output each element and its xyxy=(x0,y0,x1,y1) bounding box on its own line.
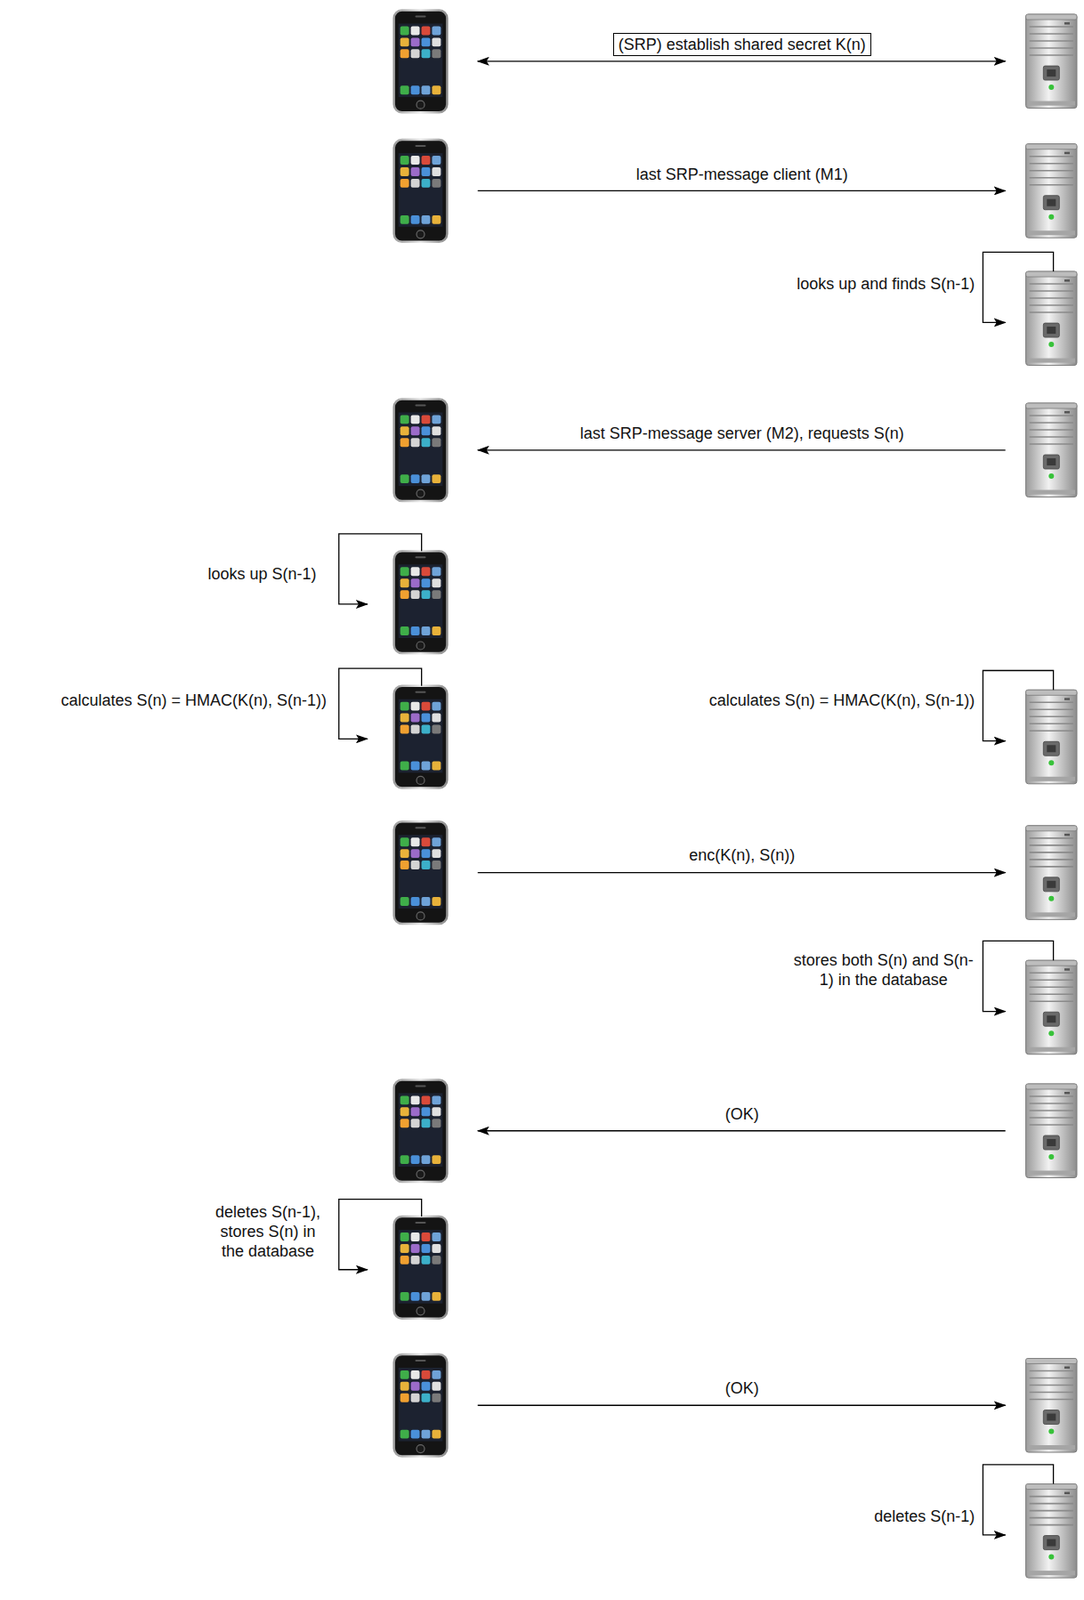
message-box: (SRP) establish shared secret K(n) xyxy=(613,32,872,57)
server-icon xyxy=(1026,1084,1077,1179)
server-icon xyxy=(1026,403,1077,498)
message-arrow xyxy=(477,60,1006,62)
message-arrow xyxy=(477,190,1006,192)
message-arrow xyxy=(477,872,1006,874)
action-label: looks up and finds S(n-1) xyxy=(796,274,975,294)
message-label: last SRP-message server (M2), requests S… xyxy=(580,423,905,444)
self-arrow xyxy=(339,668,422,739)
server-icon xyxy=(1026,14,1077,109)
phone-icon xyxy=(394,821,448,924)
message-label: (OK) xyxy=(725,1378,760,1399)
message-label: (OK) xyxy=(725,1104,760,1125)
action-label: calculates S(n) = HMAC(K(n), S(n-1)) xyxy=(709,690,976,711)
phone-icon xyxy=(394,686,448,789)
message-text: (SRP) establish shared secret K(n) xyxy=(618,35,866,54)
phone-icon xyxy=(394,1354,448,1457)
message-label: enc(K(n), S(n)) xyxy=(688,845,795,866)
self-arrow xyxy=(982,251,1053,323)
action-label: calculates S(n) = HMAC(K(n), S(n-1)) xyxy=(60,690,327,711)
self-arrow xyxy=(339,533,422,605)
message-arrow xyxy=(477,449,1006,451)
phone-icon xyxy=(394,1216,448,1319)
message-arrow xyxy=(477,1130,1006,1132)
action-label: deletes S(n-1) xyxy=(873,1506,975,1527)
server-icon xyxy=(1026,271,1077,366)
server-icon xyxy=(1026,689,1077,785)
phone-icon xyxy=(394,398,448,502)
self-arrow xyxy=(982,1464,1053,1536)
phone-icon xyxy=(394,550,448,654)
message-arrow xyxy=(477,1405,1006,1407)
server-icon xyxy=(1026,960,1077,1055)
phone-icon xyxy=(394,9,448,113)
action-label: looks up S(n-1) xyxy=(207,564,316,584)
phone-icon xyxy=(394,1079,448,1182)
server-icon xyxy=(1026,144,1077,239)
message-label: last SRP-message client (M1) xyxy=(636,164,849,185)
server-icon xyxy=(1026,825,1077,921)
server-icon xyxy=(1026,1484,1077,1579)
self-arrow xyxy=(339,1199,422,1271)
self-arrow xyxy=(982,671,1053,742)
action-label: deletes S(n-1), stores S(n) in the datab… xyxy=(209,1202,327,1262)
self-arrow xyxy=(982,940,1053,1012)
action-label: stores both S(n) and S(n-1) in the datab… xyxy=(792,950,975,990)
phone-icon xyxy=(394,139,448,243)
server-icon xyxy=(1026,1359,1077,1454)
